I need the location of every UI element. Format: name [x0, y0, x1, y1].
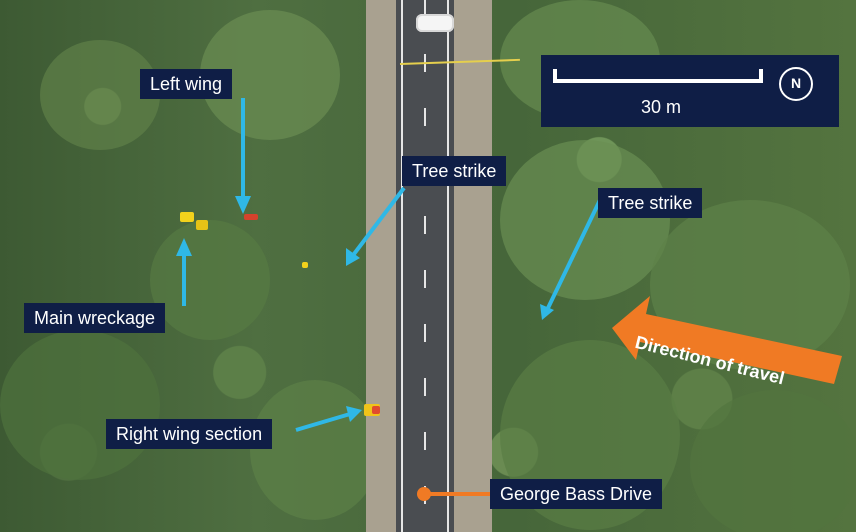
pointer-right-wing-head	[346, 406, 362, 422]
label-tree-strike-2: Tree strike	[598, 188, 703, 218]
road-edge-line-left	[401, 0, 403, 532]
pointer-tree-strike-2	[546, 199, 602, 309]
pointer-tree-strike-2-head	[540, 304, 554, 320]
tree-canopy	[150, 220, 270, 340]
wreckage-debris	[180, 212, 194, 222]
north-arrow-icon: N	[779, 67, 813, 101]
pointer-tree-strike-1	[352, 186, 406, 256]
parked-car	[416, 14, 454, 32]
tree-canopy	[0, 330, 160, 480]
tree-canopy	[690, 390, 856, 532]
wreckage-debris	[196, 220, 208, 230]
pointer-road-dot	[417, 487, 431, 501]
pointer-right-wing	[295, 412, 351, 432]
label-road-name: George Bass Drive	[490, 479, 663, 509]
wreckage-debris	[372, 406, 380, 414]
direction-arrow	[612, 296, 842, 384]
tree-canopy	[500, 140, 670, 300]
label-left-wing: Left wing	[140, 69, 233, 99]
wreckage-debris	[244, 214, 258, 220]
label-main-wreckage: Main wreckage	[24, 303, 166, 333]
pointer-tree-strike-1-head	[346, 248, 360, 266]
pointer-left-wing-head	[235, 196, 251, 214]
road-center-line	[424, 0, 426, 532]
pointer-main-wreckage-head	[176, 238, 192, 256]
north-letter: N	[790, 75, 802, 91]
scale-text: 30 m	[641, 97, 682, 117]
tree-canopy	[250, 380, 380, 520]
label-right-wing-section: Right wing section	[106, 419, 273, 449]
road-edge-line-right	[447, 0, 449, 532]
scale-panel: 30 m N	[541, 55, 839, 127]
scale-bar	[553, 69, 763, 83]
label-tree-strike-1: Tree strike	[402, 156, 507, 186]
wreckage-debris	[302, 262, 308, 268]
